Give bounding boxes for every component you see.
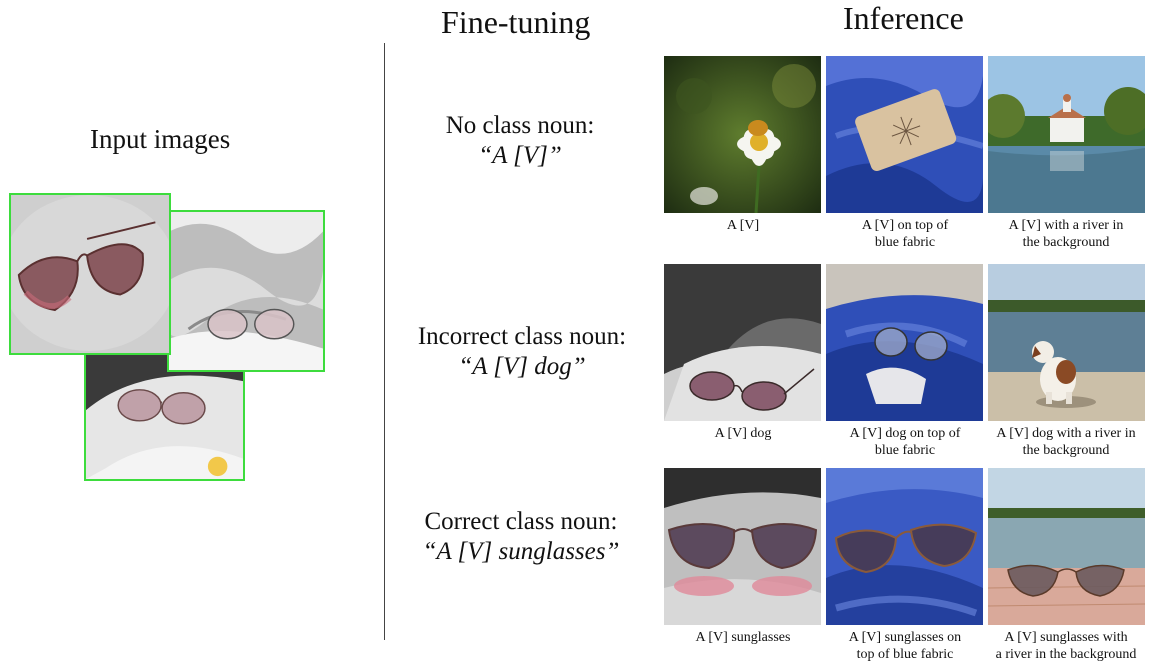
caption: A [V] sunglasses with a river in the bac…	[984, 630, 1148, 663]
inference-image-church-river	[988, 56, 1145, 213]
caption: A [V] sunglasses on top of blue fabric	[823, 630, 987, 663]
caption-line: the background	[1022, 234, 1110, 250]
caption-line: top of blue fabric	[856, 646, 954, 662]
caption-line: A [V] dog	[714, 426, 772, 441]
inference-image-sunglasses-closeup	[664, 468, 821, 625]
row-label-correct-class: Correct class noun: “A [V] sunglasses”	[406, 507, 636, 566]
row-label-prompt: “A [V] dog”	[458, 352, 586, 380]
caption-line: the background	[1022, 442, 1110, 458]
caption-line: A [V] dog on top of	[849, 426, 961, 441]
inference-image-dog-river	[988, 264, 1145, 421]
caption-line: A [V] sunglasses with	[1004, 630, 1128, 645]
input-image-2	[167, 210, 325, 372]
caption: A [V]	[661, 218, 825, 235]
inference-image-sunglasses-fabric	[826, 468, 983, 625]
row-label-prompt: “A [V] sunglasses”	[422, 537, 620, 565]
caption: A [V] sunglasses	[661, 630, 825, 647]
caption-line: blue fabric	[874, 234, 936, 250]
caption-line: A [V] with a river in	[1008, 218, 1124, 233]
caption-line: A [V] sunglasses on	[848, 630, 962, 645]
finetuning-heading: Fine-tuning	[441, 4, 591, 40]
caption-line: A [V] sunglasses	[695, 630, 791, 645]
inference-heading: Inference	[843, 0, 964, 36]
row-label-title: Incorrect class noun:	[417, 323, 627, 350]
input-image-3	[84, 350, 245, 481]
row-label-incorrect-class: Incorrect class noun: “A [V] dog”	[402, 322, 642, 381]
input-images-heading: Input images	[90, 124, 231, 154]
caption: A [V] dog with a river in the background	[984, 426, 1148, 459]
inference-image-flower	[664, 56, 821, 213]
row-label-no-class: No class noun: “A [V]”	[420, 111, 620, 170]
caption-line: A [V] dog with a river in	[996, 426, 1136, 441]
caption: A [V] dog on top of blue fabric	[823, 426, 987, 459]
caption-line: blue fabric	[874, 442, 936, 458]
section-divider	[384, 43, 385, 640]
caption-line: A [V]	[726, 218, 760, 233]
caption: A [V] on top of blue fabric	[823, 218, 987, 251]
inference-image-sunglasses-river	[988, 468, 1145, 625]
caption: A [V] with a river in the background	[984, 218, 1148, 251]
caption-line: A [V] on top of	[861, 218, 949, 233]
row-label-title: Correct class noun:	[424, 508, 618, 535]
input-image-1	[9, 193, 171, 355]
caption: A [V] dog	[661, 426, 825, 443]
caption-line: a river in the background	[995, 646, 1137, 662]
inference-image-dog-fabric	[826, 264, 983, 421]
inference-image-wallet-fabric	[826, 56, 983, 213]
row-label-title: No class noun:	[445, 112, 595, 139]
row-label-prompt: “A [V]”	[478, 141, 562, 169]
inference-image-sunglasses-gray	[664, 264, 821, 421]
